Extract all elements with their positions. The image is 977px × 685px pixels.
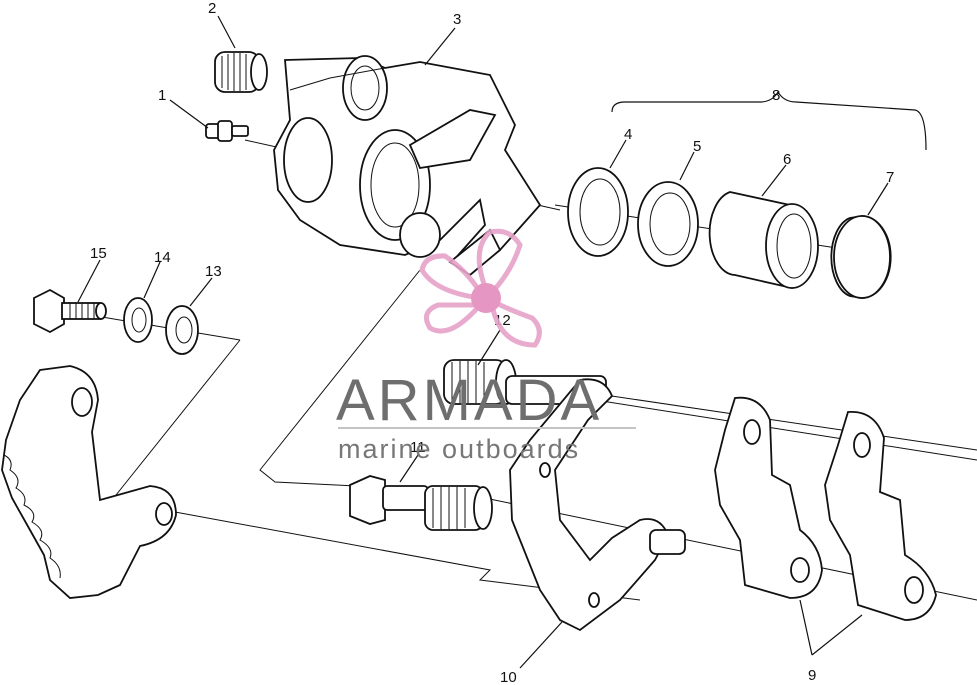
watermark: ARMADA marine outboards (336, 228, 636, 464)
part-15-bolt (33, 288, 107, 334)
part-9-brake-pads (714, 396, 937, 621)
callout-14: 14 (154, 249, 171, 266)
callout-7: 7 (886, 169, 894, 186)
callout-10: 10 (500, 669, 517, 685)
part-1-bleeder-screw (205, 120, 249, 142)
callout-15: 15 (90, 245, 107, 262)
part-3-caliper-body (273, 55, 542, 277)
part-11-pin (349, 475, 493, 531)
part-7-boot (830, 215, 892, 299)
part-12-pin (443, 359, 607, 405)
callout-11: 11 (410, 439, 426, 456)
callout-labels: 2 1 3 8 4 5 6 7 15 14 13 12 11 10 9 (90, 0, 894, 685)
part-14-washer (123, 297, 153, 343)
callout-8: 8 (772, 87, 780, 104)
callout-leaders (77, 15, 889, 669)
part-4-seal (567, 167, 629, 257)
part-5-seal (637, 181, 699, 267)
callout-1: 1 (158, 87, 166, 104)
part-2-bleeder-cap (214, 51, 268, 93)
callout-3: 3 (453, 11, 461, 28)
callout-2: 2 (208, 0, 216, 17)
callout-4: 4 (624, 126, 632, 143)
propeller-logo-icon (419, 228, 542, 348)
callout-9: 9 (808, 667, 816, 684)
group-8-bracket (611, 90, 927, 151)
callout-13: 13 (205, 263, 222, 280)
mounting-arm (1, 365, 177, 599)
part-6-piston (708, 191, 819, 289)
watermark-subtitle: marine outboards (338, 434, 580, 464)
watermark-title: ARMADA (336, 368, 602, 433)
callout-5: 5 (693, 138, 701, 155)
callout-6: 6 (783, 151, 791, 168)
part-10-bracket (509, 378, 686, 632)
part-13-washer (165, 305, 199, 355)
